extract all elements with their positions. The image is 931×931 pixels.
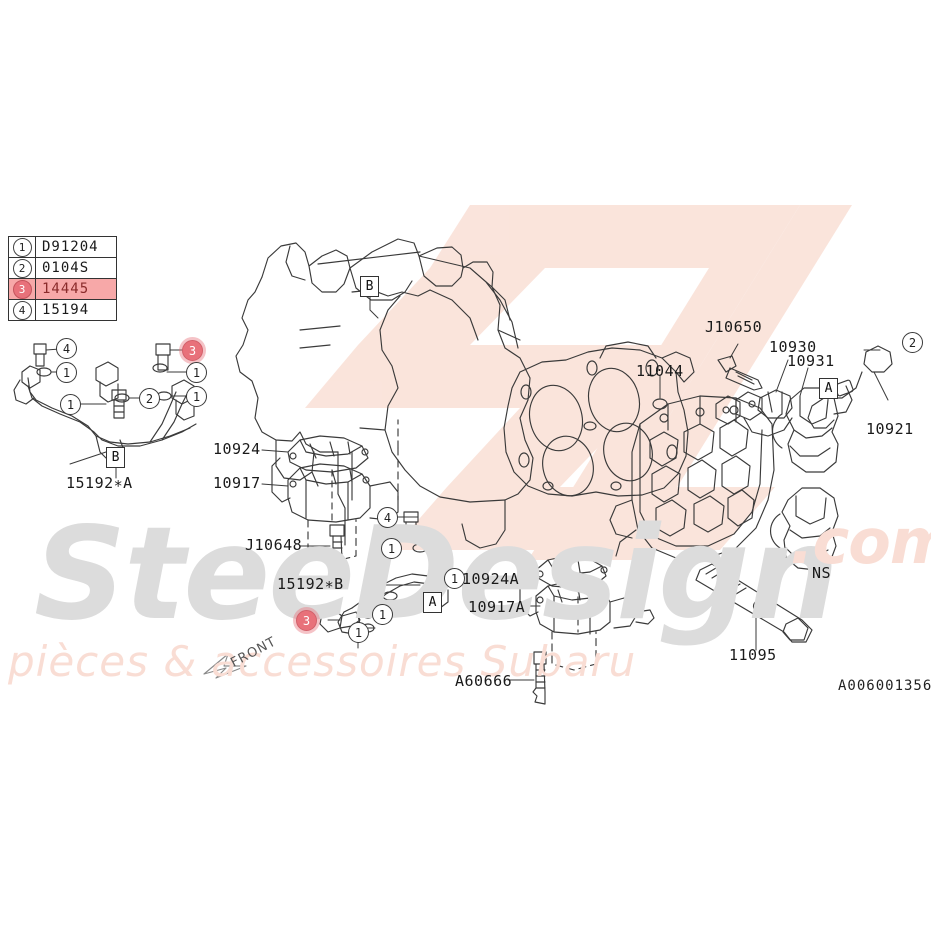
parts-legend-table: 1 D91204 2 0104S 3 14445 4 15194 — [8, 236, 117, 321]
part-label-10931[interactable]: 10931 — [787, 352, 835, 370]
legend-row[interactable]: 2 0104S — [9, 258, 116, 279]
callout-bubble[interactable]: 1 — [60, 394, 81, 415]
callout-bubble[interactable]: 1 — [56, 362, 77, 383]
callout-bubble[interactable]: 1 — [348, 622, 369, 643]
legend-part-number: D91204 — [42, 239, 99, 255]
part-label-15192b[interactable]: 15192∗B — [277, 575, 344, 593]
diagram-code: A006001356 — [838, 678, 931, 694]
callout-bubble[interactable]: 1 — [381, 538, 402, 559]
legend-part-number: 14445 — [42, 281, 90, 297]
part-label-a60666[interactable]: A60666 — [455, 672, 513, 690]
legend-callout: 2 — [9, 258, 36, 278]
legend-part-number: 0104S — [42, 260, 90, 276]
part-label-11044[interactable]: 11044 — [636, 362, 684, 380]
callout-bubble[interactable]: 1 — [444, 568, 465, 589]
callout-bubble[interactable]: 2 — [902, 332, 923, 353]
part-label-j10648[interactable]: J10648 — [245, 536, 303, 554]
part-label-15192a[interactable]: 15192∗A — [66, 474, 133, 492]
legend-callout: 1 — [9, 237, 36, 257]
part-label-10924a[interactable]: 10924A — [462, 570, 520, 588]
section-ref-a[interactable]: A — [423, 592, 442, 613]
part-label-10924[interactable]: 10924 — [213, 440, 261, 458]
legend-row[interactable]: 1 D91204 — [9, 237, 116, 258]
section-ref-b[interactable]: B — [106, 447, 125, 468]
callout-bubble[interactable]: 4 — [56, 338, 77, 359]
callout-bubble-selected[interactable]: 3 — [182, 340, 203, 361]
legend-callout: 3 — [9, 279, 36, 299]
callout-bubble[interactable]: 4 — [377, 507, 398, 528]
callout-bubble-selected[interactable]: 3 — [296, 610, 317, 631]
part-label-j10650[interactable]: J10650 — [705, 318, 763, 336]
part-label-10930[interactable]: 10930 — [769, 338, 817, 356]
part-label-11095[interactable]: 11095 — [729, 646, 777, 664]
brand-watermark: SteeDesign — [34, 500, 839, 649]
legend-part-number: 15194 — [42, 302, 90, 318]
tagline-watermark: pièces & accessoires Subaru — [8, 637, 637, 686]
section-ref-a[interactable]: A — [819, 378, 838, 399]
section-ref-b[interactable]: B — [360, 276, 379, 297]
part-label-10917[interactable]: 10917 — [213, 474, 261, 492]
legend-row[interactable]: 4 15194 — [9, 300, 116, 320]
callout-bubble[interactable]: 1 — [186, 362, 207, 383]
callout-bubble[interactable]: 1 — [372, 604, 393, 625]
callout-bubble[interactable]: 2 — [139, 388, 160, 409]
part-label-10921[interactable]: 10921 — [866, 420, 914, 438]
legend-row-selected[interactable]: 3 14445 — [9, 279, 116, 300]
part-label-ns[interactable]: NS — [812, 564, 832, 582]
legend-callout: 4 — [9, 300, 36, 320]
part-label-10917a[interactable]: 10917A — [468, 598, 526, 616]
brand-dotcom-watermark: .com — [790, 505, 931, 578]
callout-bubble[interactable]: 1 — [186, 386, 207, 407]
